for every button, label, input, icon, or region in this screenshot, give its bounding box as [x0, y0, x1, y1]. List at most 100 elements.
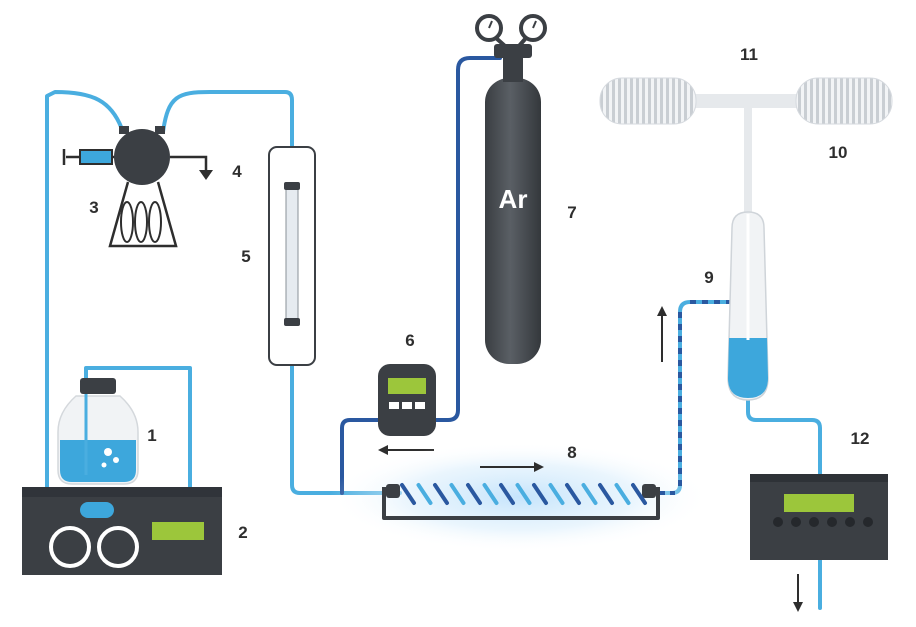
mfc-button	[415, 402, 425, 409]
coil-segment	[548, 483, 565, 505]
coil-segment	[581, 483, 598, 505]
cylinder-body	[485, 78, 541, 364]
pump	[62, 126, 213, 248]
coil-segment	[631, 483, 647, 505]
label-11: 11	[740, 45, 758, 64]
bubble	[101, 462, 107, 468]
mfc-button	[389, 402, 399, 409]
collector-display	[784, 494, 854, 512]
coil-segment	[482, 483, 499, 505]
tube-column-to-mixer	[290, 328, 402, 495]
bottle-liquid	[60, 440, 136, 482]
t-connector	[690, 94, 810, 108]
tube-pump-to-stirrer	[45, 90, 125, 508]
label-12: 12	[851, 429, 870, 448]
label-4: 4	[232, 162, 242, 181]
valve-body	[114, 129, 170, 185]
label-3: 3	[89, 198, 98, 217]
mfc-display	[388, 378, 426, 394]
label-7: 7	[567, 203, 576, 222]
coil-segment	[499, 483, 515, 505]
bottle-cap	[80, 378, 116, 394]
tube-reservoir-loop	[84, 366, 192, 497]
balloon-right	[795, 77, 893, 125]
tube-separator-to-collector	[746, 396, 822, 480]
coil-segment	[598, 483, 614, 505]
column-cap-top	[284, 182, 300, 190]
regulator-body	[494, 44, 532, 58]
label-6: 6	[405, 331, 414, 350]
packed-column	[268, 146, 316, 366]
coil-segment	[466, 483, 482, 505]
gas-flow-arrowhead	[378, 445, 388, 455]
reactor-inlet-block	[386, 484, 400, 498]
coil-segment	[565, 483, 581, 505]
label-8: 8	[567, 443, 576, 462]
separator-liquid	[728, 338, 768, 398]
column-tube	[285, 183, 299, 325]
pump-stand	[108, 181, 178, 248]
argon-cylinder: Ar	[475, 14, 547, 364]
reactor-tray	[382, 487, 660, 520]
fraction-collector	[750, 474, 888, 612]
coil-segment	[449, 483, 466, 505]
riser-arrowhead	[657, 306, 667, 316]
reactor-coil	[400, 483, 647, 505]
collector-button	[863, 517, 873, 527]
coil-segment	[400, 483, 416, 505]
syringe-barrel	[79, 149, 113, 165]
component-labels: 1 2 3 4 5 6 7 8 9 10 11 12	[89, 45, 869, 542]
label-1: 1	[147, 426, 156, 445]
cylinder-neck	[503, 58, 523, 82]
valve-port-left	[119, 126, 129, 134]
coil	[134, 201, 148, 243]
collector-button	[809, 517, 819, 527]
gas-label: Ar	[499, 184, 528, 214]
coil	[120, 201, 134, 243]
reservoir-bottle	[57, 378, 139, 485]
mass-flow-controller	[378, 364, 436, 455]
mfc-body	[378, 364, 436, 436]
collector-button	[773, 517, 783, 527]
tube-pump-to-column	[161, 90, 294, 152]
stirrer-knob-left	[49, 526, 91, 568]
label-9: 9	[704, 268, 713, 287]
gas-liquid-separator	[727, 108, 769, 401]
tubing-dark-blue	[340, 56, 502, 495]
reactor-flow-arrowhead	[534, 462, 544, 472]
output-arrowhead	[793, 602, 803, 612]
reactor-outlet-block	[642, 484, 656, 498]
stirrer-display	[152, 522, 204, 540]
photoreactor	[330, 442, 710, 552]
coil-segment	[515, 483, 532, 505]
coil	[148, 201, 162, 243]
stirrer-top	[22, 487, 222, 497]
label-5: 5	[241, 247, 250, 266]
collector-button	[791, 517, 801, 527]
tube-mfc-to-mixer	[340, 418, 380, 495]
coil-segment	[433, 483, 449, 505]
stir-bar	[80, 502, 114, 518]
collector-button	[827, 517, 837, 527]
balloon-left	[599, 77, 697, 125]
stirrer-knob-right	[97, 526, 139, 568]
label-10: 10	[829, 143, 848, 162]
gas-balloon-assembly	[599, 77, 893, 125]
coil-segment	[416, 483, 433, 505]
waste-arrow	[199, 170, 213, 180]
coil-segment	[532, 483, 548, 505]
mfc-button	[402, 402, 412, 409]
column-cap-bottom	[284, 318, 300, 326]
label-2: 2	[238, 523, 247, 542]
coil-segment	[614, 483, 631, 505]
collector-top	[750, 474, 888, 482]
valve-port-right	[155, 126, 165, 134]
bubble	[113, 457, 119, 463]
tube-cylinder-to-mfc	[434, 56, 502, 422]
stirrer-hotplate	[22, 487, 222, 575]
waste-line	[170, 155, 208, 172]
light-glow	[330, 442, 710, 552]
bubble	[104, 448, 112, 456]
collector-button	[845, 517, 855, 527]
